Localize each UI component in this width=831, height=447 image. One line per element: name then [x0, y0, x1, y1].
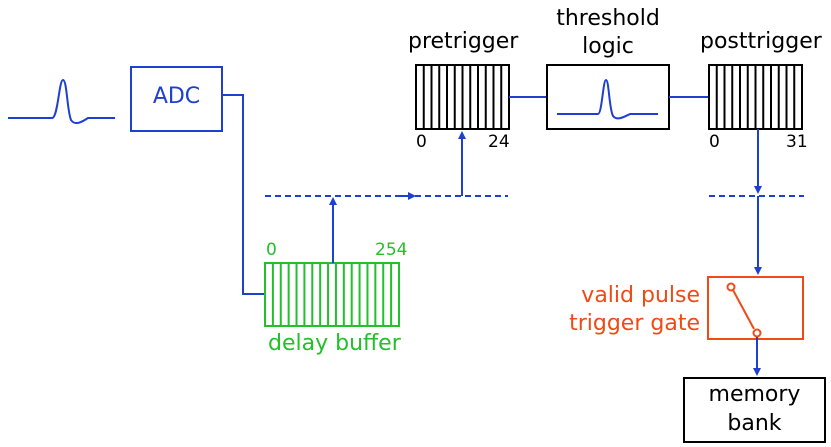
adc-to-delay-wire	[222, 94, 265, 295]
pretrigger-label: pretrigger	[408, 29, 519, 54]
trigger-gate-switch	[707, 276, 804, 340]
posttrigger-label: posttrigger	[700, 29, 822, 54]
delay-buffer-block	[264, 262, 400, 327]
adc-label: ADC	[152, 84, 201, 109]
input-pulse-waveform	[8, 78, 115, 125]
posttrigger-index-end: 31	[786, 132, 808, 152]
memory-bank-label-line1: memory	[708, 382, 801, 407]
pretrigger-block	[415, 64, 510, 130]
memory-bank-label-line2: bank	[727, 411, 782, 436]
trigger-gate-label-line1: valid pulse	[581, 283, 700, 308]
delay-buffer-index-start: 0	[266, 240, 277, 260]
posttrigger-index-start: 0	[709, 132, 720, 152]
threshold-label-line2: logic	[582, 34, 634, 59]
threshold-logic-box	[546, 64, 670, 130]
threshold-pulse-waveform	[557, 78, 658, 120]
threshold-label-line1: threshold	[556, 6, 660, 31]
posttrigger-block	[708, 64, 803, 130]
delay-buffer-label: delay buffer	[268, 331, 401, 356]
adc-box	[130, 66, 223, 132]
delay-buffer-index-end: 254	[375, 240, 408, 260]
trigger-gate-label-line2: trigger gate	[569, 311, 700, 336]
pretrigger-index-start: 0	[416, 132, 427, 152]
pretrigger-index-end: 24	[488, 132, 510, 152]
memory-bank-box	[683, 377, 826, 443]
